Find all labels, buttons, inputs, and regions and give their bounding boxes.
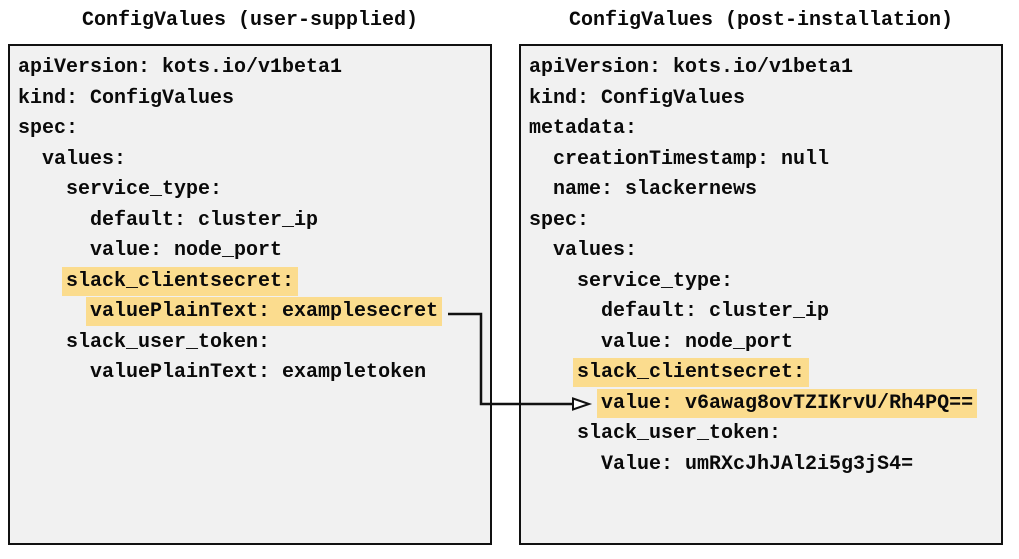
code-text: kind: ConfigValues xyxy=(529,86,746,110)
code-line: value: v6awag8ovTZIKrvU/Rh4PQ== xyxy=(529,388,997,420)
code-line: creationTimestamp: null xyxy=(529,145,997,176)
code-text: service_type: xyxy=(577,269,734,293)
code-line: default: cluster_ip xyxy=(529,297,997,328)
code-line: name: slackernews xyxy=(529,175,997,206)
code-text: value: node_port xyxy=(90,239,283,262)
code-text: valuePlainText: exampletoken xyxy=(90,361,427,384)
code-text: slack_user_token: xyxy=(577,422,782,445)
code-line: slack_clientsecret: xyxy=(529,358,997,389)
code-line: service_type: xyxy=(18,175,486,206)
code-line: default: cluster_ip xyxy=(18,206,486,237)
code-line: valuePlainText: exampletoken xyxy=(18,358,486,389)
code-text: service_type: xyxy=(66,178,223,201)
code-line: apiVersion: kots.io/v1beta1 xyxy=(529,53,997,84)
code-text: default: cluster_ip xyxy=(90,208,319,232)
code-text: values: xyxy=(553,239,638,262)
code-line: metadata: xyxy=(529,114,997,145)
code-line: spec: xyxy=(18,114,486,145)
code-line: apiVersion: kots.io/v1beta1 xyxy=(18,53,486,84)
code-text: kind: ConfigValues xyxy=(18,86,235,110)
code-text: value: node_port xyxy=(601,330,794,354)
code-line: slack_user_token: xyxy=(529,419,997,450)
code-text: apiVersion: kots.io/v1beta1 xyxy=(18,56,343,79)
code-line: service_type: xyxy=(529,267,997,298)
code-line: values: xyxy=(529,236,997,267)
left-panel-title: ConfigValues (user-supplied) xyxy=(81,9,419,32)
highlighted-code-text: value: v6awag8ovTZIKrvU/Rh4PQ== xyxy=(597,388,978,418)
code-line: spec: xyxy=(529,206,997,237)
code-text: creationTimestamp: null xyxy=(553,147,830,171)
code-line: kind: ConfigValues xyxy=(529,84,997,115)
code-text: values: xyxy=(42,147,127,171)
code-text: spec: xyxy=(529,208,590,232)
code-line: value: node_port xyxy=(529,328,997,359)
code-text: default: cluster_ip xyxy=(601,300,830,323)
config-panel-left: apiVersion: kots.io/v1beta1 kind: ConfigV… xyxy=(8,44,492,545)
right-panel-title: ConfigValues (post-installation) xyxy=(568,9,954,32)
code-text: metadata: xyxy=(529,117,638,140)
code-line: kind: ConfigValues xyxy=(18,84,486,115)
code-line: values: xyxy=(18,145,486,176)
code-line: slack_clientsecret: xyxy=(18,266,486,298)
config-panel-right: apiVersion: kots.io/v1beta1 kind: ConfigV… xyxy=(519,44,1003,545)
code-text: slack_user_token: xyxy=(66,330,271,354)
highlighted-code-text: slack_clientsecret: xyxy=(62,266,299,296)
highlighted-code-text: slack_clientsecret: xyxy=(573,358,810,387)
code-text: name: slackernews xyxy=(553,178,758,201)
code-text: apiVersion: kots.io/v1beta1 xyxy=(529,56,854,79)
code-line: value: node_port xyxy=(18,236,486,267)
code-line: valuePlainText: examplesecret xyxy=(18,297,486,328)
code-line: slack_user_token: xyxy=(18,328,486,359)
highlighted-code-text: valuePlainText: examplesecret xyxy=(86,297,443,326)
code-text: Value: umRXcJhJAl2i5g3jS4= xyxy=(601,452,914,476)
code-text: spec: xyxy=(18,117,79,140)
code-line: Value: umRXcJhJAl2i5g3jS4= xyxy=(529,450,997,481)
